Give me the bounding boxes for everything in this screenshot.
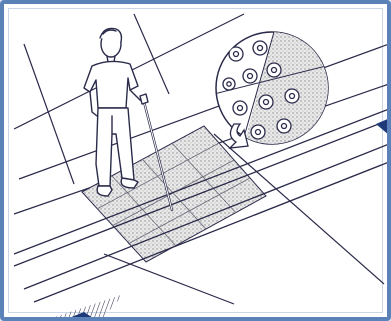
road-corner-shade [376,118,390,136]
magnified-detail [214,32,334,148]
tactile-paving-illustration [4,4,391,321]
